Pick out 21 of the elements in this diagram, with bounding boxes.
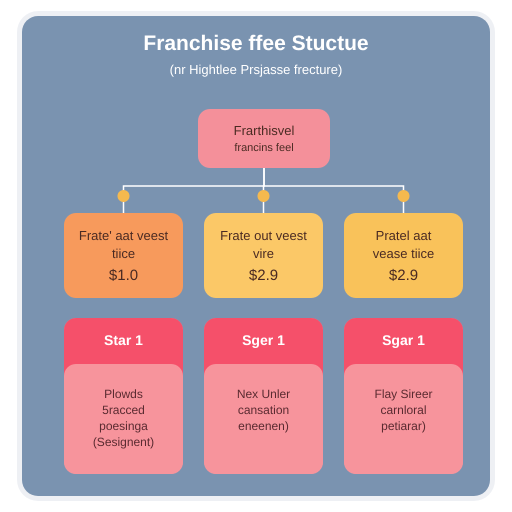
price-description: Frate out veest vire xyxy=(219,226,308,262)
tier-description: Nex Unler cansation eneenen) xyxy=(204,364,323,474)
price-card xyxy=(344,213,463,298)
price-description: Pratel aat vease tiice xyxy=(372,226,436,262)
subtitle: (nr Hightlee Prsjasse frecture) xyxy=(168,62,344,77)
tier-card xyxy=(204,318,323,474)
fee-heading: Frarthisvel xyxy=(234,123,294,138)
price-card xyxy=(204,213,323,298)
price-description: Frate' aat veest tiice xyxy=(78,226,170,262)
price-value: $1.0 xyxy=(108,266,138,284)
fee-subtext: francins feel xyxy=(234,142,294,154)
tier-description: Flay Sireer carnloral petiarar) xyxy=(344,364,463,474)
tier-card xyxy=(344,318,463,474)
price-value: $2.9 xyxy=(248,266,278,284)
connector-line xyxy=(263,168,410,213)
fee-box xyxy=(198,109,330,168)
price-value: $2.9 xyxy=(388,266,418,284)
tier-description: Plowds 5racced poesinga (Sesignent) xyxy=(64,364,183,474)
price-card xyxy=(64,213,183,298)
diagram-title: Franchise ffee Stuctue xyxy=(142,32,370,56)
tier-card xyxy=(64,318,183,474)
